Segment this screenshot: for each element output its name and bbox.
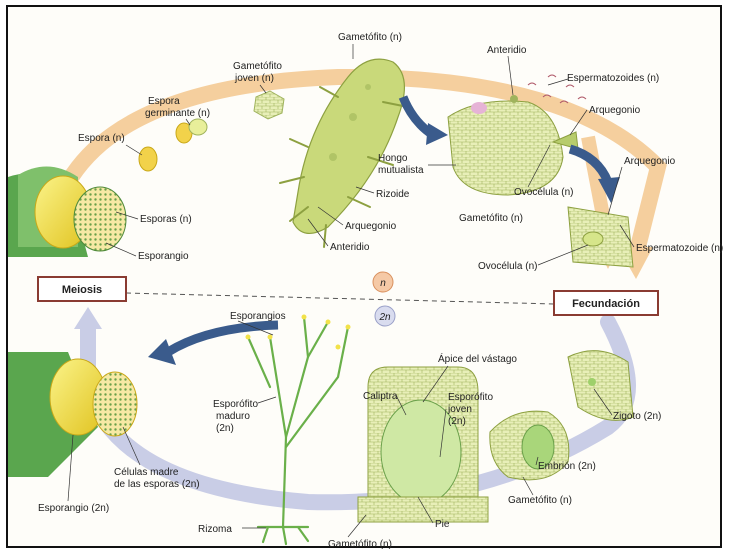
spore-illustration <box>139 147 157 171</box>
germinating-spore-illustration <box>176 119 207 143</box>
label-caliptra: Caliptra <box>363 391 398 402</box>
label-anteridio-left: Anteridio <box>330 242 370 253</box>
label-pie: Pie <box>435 519 450 530</box>
label-esporangio-top: Esporangio <box>138 251 189 262</box>
label-gametofito-joven-2: joven (n) <box>234 73 274 84</box>
label-embrion: Embrión (2n) <box>538 461 596 472</box>
label-ovocelula-top: Ovocélula (n) <box>514 187 573 198</box>
label-celulas-madre-2: de las esporas (2n) <box>114 479 200 490</box>
label-esporas: Esporas (n) <box>140 214 192 225</box>
label-esporofito-joven-1: Esporófito <box>448 392 493 403</box>
label-gametofito-joven-1: Gametófito <box>233 61 282 72</box>
haploid-label: n <box>380 278 386 289</box>
young-gametophyte-illustration <box>254 91 284 119</box>
label-celulas-madre-1: Células madre <box>114 467 179 478</box>
label-apice: Ápice del vástago <box>438 352 517 365</box>
label-gametofito-right: Gametófito (n) <box>508 495 572 506</box>
label-rizoide: Rizoide <box>376 189 410 200</box>
label-gametofito-bottom: Gametófito (n) <box>328 539 392 550</box>
label-arquegonio-top: Arquegonio <box>589 105 641 116</box>
label-espermatozoides: Espermatozoides (n) <box>567 73 659 84</box>
label-esporofito-joven-3: (2n) <box>448 416 466 427</box>
label-esporangios: Esporangios <box>230 311 286 322</box>
label-zigoto: Zigoto (2n) <box>613 411 661 422</box>
label-ovocelula-right: Ovocélula (n) <box>478 261 537 272</box>
label-esporangio-2n: Esporangio (2n) <box>38 503 109 514</box>
diploid-label: 2n <box>378 312 391 323</box>
label-gametofito-top: Gametófito (n) <box>338 32 402 43</box>
label-arquegonio-right: Arquegonio <box>624 156 676 167</box>
label-esporofito-maduro-3: (2n) <box>216 423 234 434</box>
label-esporofito-maduro-2: maduro <box>216 411 250 422</box>
label-espermatozoide: Espermatozoide (n) <box>636 243 723 254</box>
label-esporofito-joven-2: joven <box>447 404 472 415</box>
fertilization-label: Fecundación <box>572 298 640 310</box>
label-espora: Espora (n) <box>78 133 125 144</box>
ploidy-divider <box>126 293 554 304</box>
label-espora-germinante-2: germinante (n) <box>145 108 210 119</box>
label-hongo-2: mutualista <box>378 165 424 176</box>
sporangium-bottom-illustration <box>8 352 137 477</box>
life-cycle-diagram: n 2n Meiosis Fecundación <box>8 7 724 550</box>
label-hongo-1: Hongo <box>378 153 408 164</box>
zoom-arrow-sporangium <box>168 325 278 352</box>
zygote-illustration <box>568 351 633 421</box>
label-gametofito-mid: Gametófito (n) <box>459 213 523 224</box>
label-rizoma: Rizoma <box>198 524 232 535</box>
archegonium-illustration <box>568 207 633 267</box>
diagram-frame: n 2n Meiosis Fecundación <box>6 5 722 548</box>
label-anteridio-top: Anteridio <box>487 45 527 56</box>
label-espora-germinante-1: Espora <box>148 96 180 107</box>
diploid-arrowhead-up <box>74 307 102 329</box>
sporangium-top-illustration <box>8 166 126 257</box>
meiosis-label: Meiosis <box>62 284 102 296</box>
label-esporofito-maduro-1: Esporófito <box>213 399 258 410</box>
label-arquegonio-left: Arquegonio <box>345 221 397 232</box>
